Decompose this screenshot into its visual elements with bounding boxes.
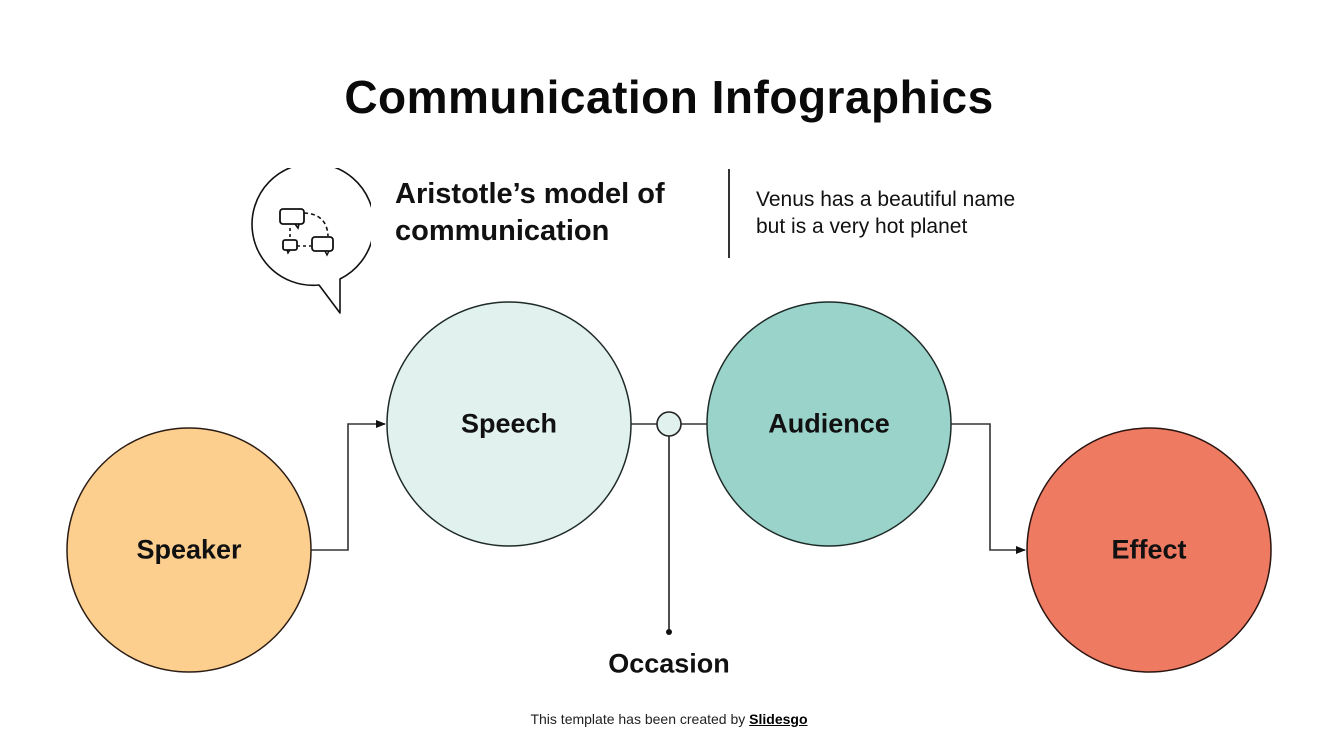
model-subtitle: Aristotle’s model of communication (395, 176, 715, 250)
slidesgo-link[interactable]: Slidesgo (749, 711, 808, 727)
node-speaker-label: Speaker (136, 534, 242, 565)
node-effect-circle (1026, 427, 1272, 673)
description-line-2: but is a very hot planet (756, 215, 968, 238)
occasion-junction (656, 411, 682, 437)
subtitle-line-1: Aristotle’s model of (395, 178, 665, 210)
footer-credit: This template has been created by Slides… (0, 711, 1338, 727)
subtitle-line-2: communication (395, 215, 610, 247)
node-speech-label: Speech (460, 408, 558, 439)
description-line-1: Venus has a beautiful name (756, 188, 1016, 211)
node-speech-circle (386, 301, 632, 547)
footer-text: This template has been created by (530, 711, 750, 727)
vertical-divider (728, 169, 730, 258)
slide-title: Communication Infographics (344, 71, 994, 123)
node-speaker-circle (66, 427, 312, 673)
occasion-label: Occasion (608, 648, 730, 679)
node-audience-circle (706, 301, 952, 547)
description-text: Venus has a beautiful name but is a very… (756, 186, 1116, 240)
connector-audience-effect (951, 423, 1026, 554)
node-audience-label: Audience (768, 408, 890, 439)
connector-speaker-speech (311, 420, 386, 551)
node-effect-label: Effect (1111, 534, 1187, 565)
occasion-stem-dot (666, 629, 672, 635)
